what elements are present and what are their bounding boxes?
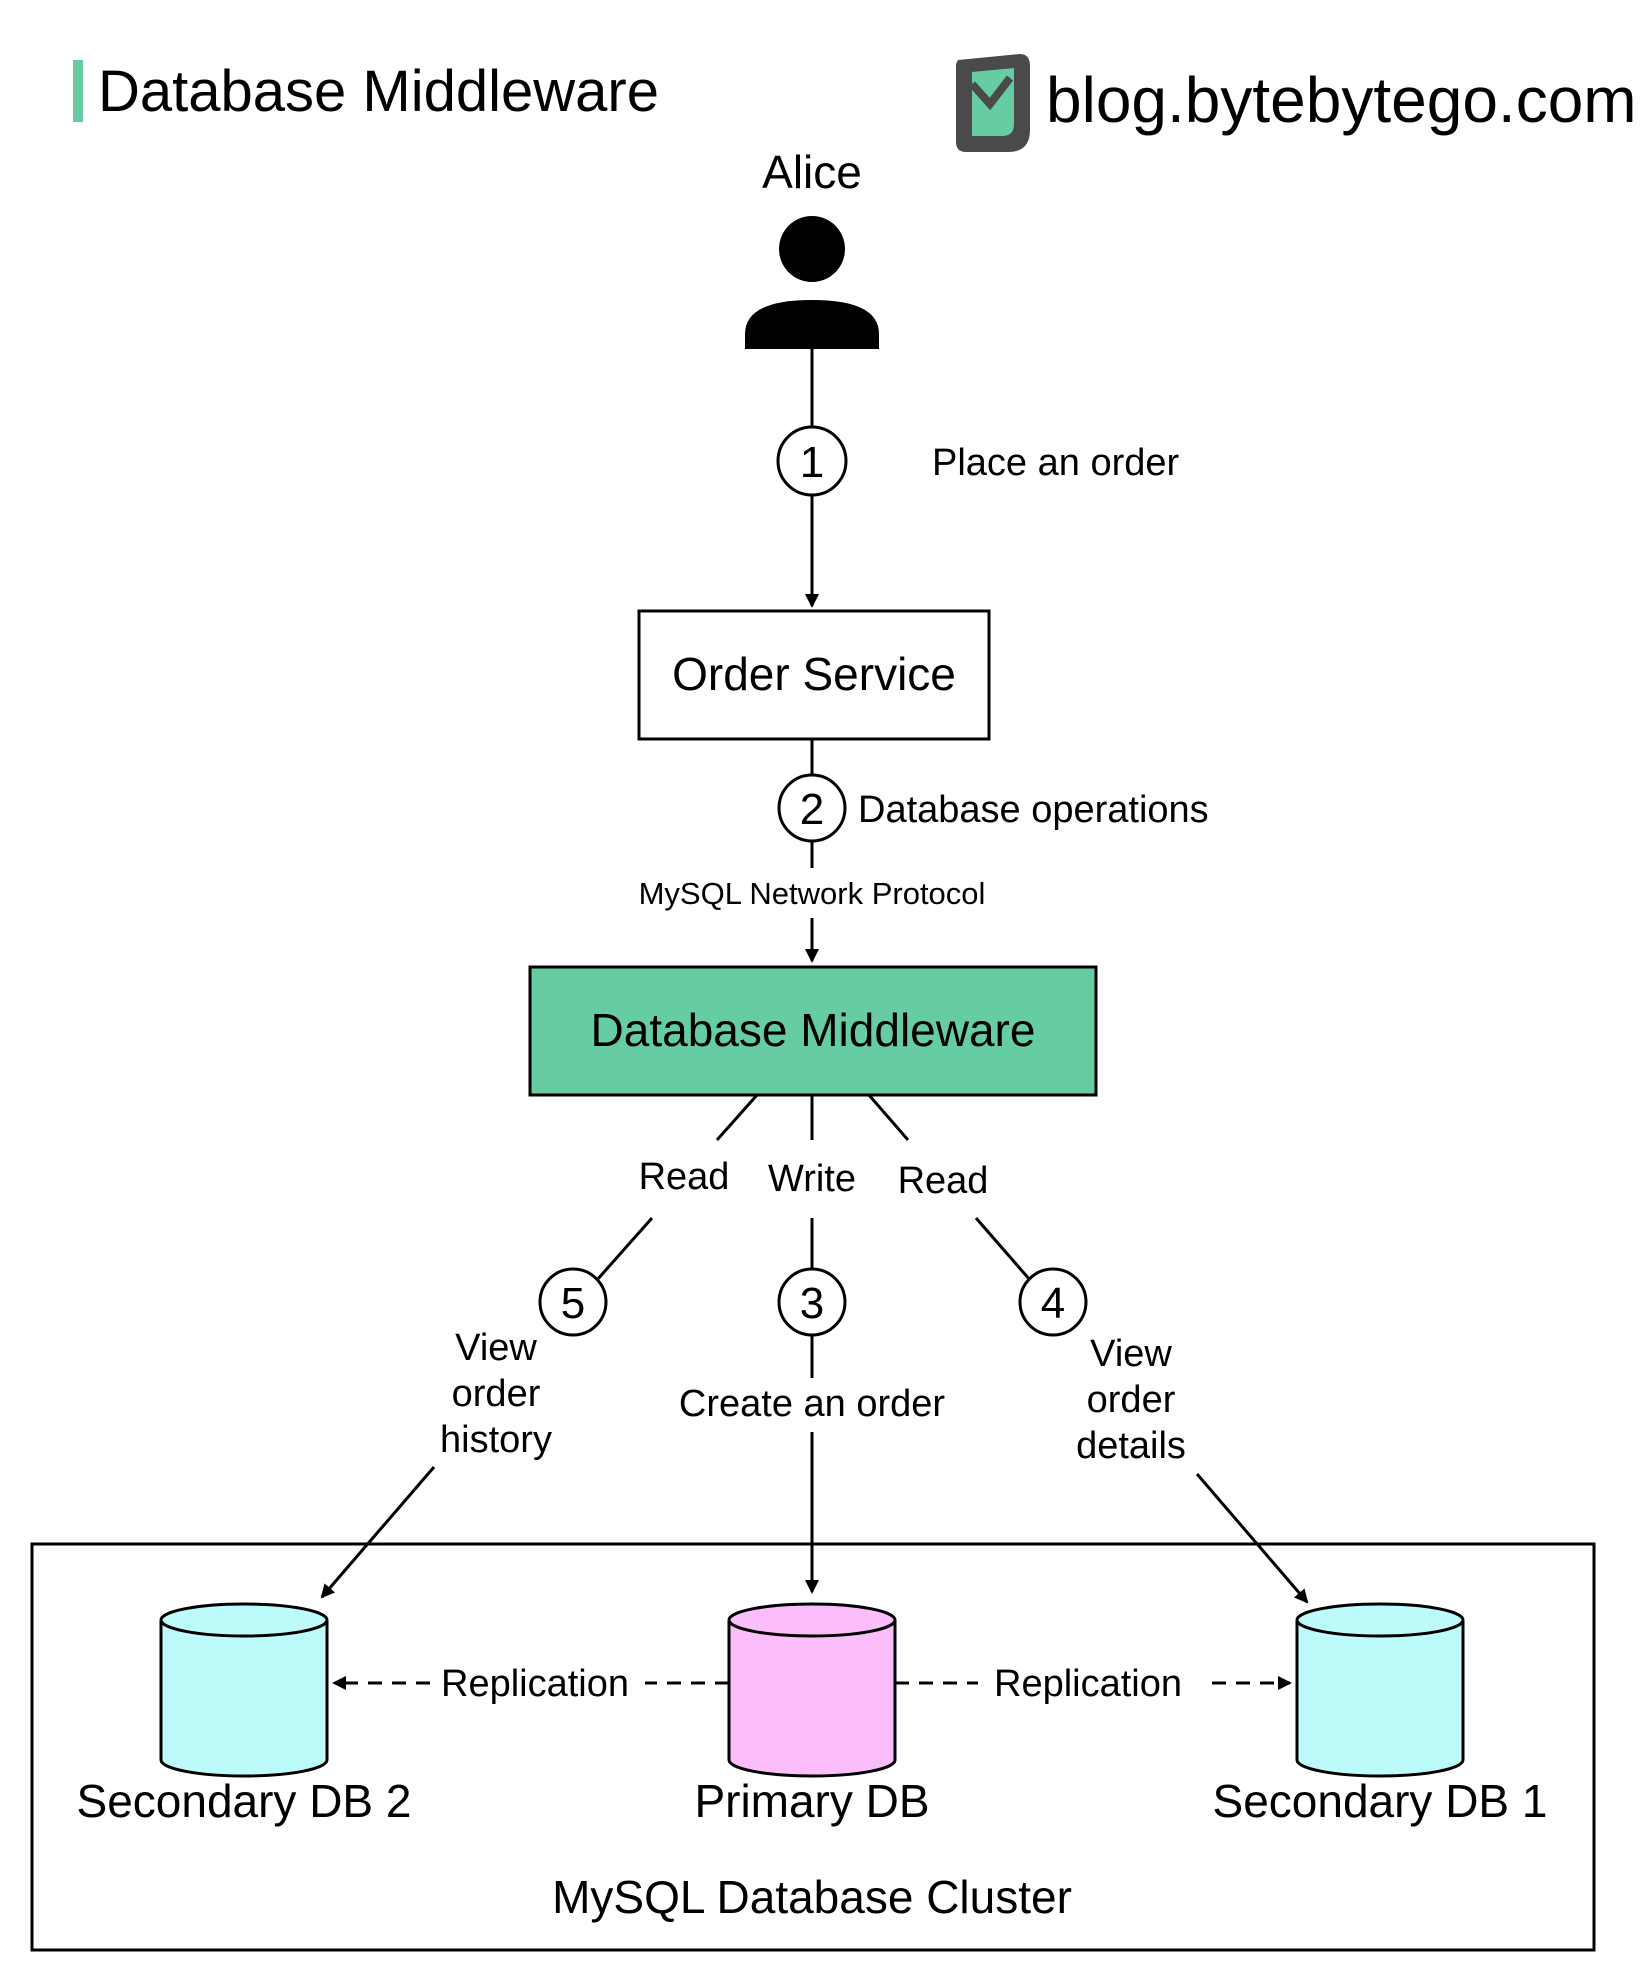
read-left-line-top [715,1094,759,1141]
step-4-number: 4 [1041,1279,1065,1328]
read-left-line-mid [595,1217,654,1281]
read-right-line-mid [974,1217,1032,1281]
step-2-label: Database operations [858,789,1209,831]
operation-write: Write [768,1158,856,1200]
protocol-label: MySQL Network Protocol [639,876,986,911]
actor-name: Alice [762,146,862,198]
middleware-box [528,965,1098,1097]
step-4-label-line-1: View [1090,1333,1172,1375]
step-5-label-line-3: history [440,1419,552,1461]
order-service-label: Order Service [672,648,956,700]
step-5-label-line-2: order [452,1373,541,1415]
step-1-number: 1 [800,438,824,487]
flow-arrow-to-secondary-db-1 [1195,1473,1309,1604]
step-4-label-line-2: order [1087,1379,1176,1421]
operation-read-right: Read [898,1160,989,1202]
secondary-db-2-cylinder [159,1602,329,1778]
step-3-number: 3 [800,1279,824,1328]
mysql-cluster-label: MySQL Database Cluster [552,1871,1072,1923]
step-5-number: 5 [561,1279,585,1328]
mysql-cluster-box [30,1542,1596,1952]
read-right-line-top [867,1094,910,1141]
bytebytego-logo-icon [956,54,1030,152]
step-2-number: 2 [800,785,824,834]
secondary-db-1-label: Secondary DB 1 [1213,1775,1548,1827]
operation-read-left: Read [639,1156,730,1198]
flow-arrow-to-secondary-db-2 [320,1466,436,1599]
step-5-badge [538,1267,608,1337]
secondary-db-1-cylinder [1295,1602,1465,1778]
step-5-label-line-1: View [455,1327,537,1369]
replication-left-label: Replication [441,1663,629,1705]
replication-right-label: Replication [994,1663,1182,1705]
order-service-box [637,609,991,741]
primary-db-cylinder [727,1602,897,1778]
page-title: Database Middleware [98,59,659,124]
person-icon [745,216,879,349]
step-4-label-line-3: details [1076,1425,1186,1467]
title-accent-bar [73,60,83,122]
middleware-label: Database Middleware [591,1004,1036,1056]
secondary-db-2-label: Secondary DB 2 [77,1775,412,1827]
step-4-badge [1018,1267,1088,1337]
brand-url[interactable]: blog.bytebytego.com [1046,64,1637,136]
step-3-label: Create an order [679,1383,945,1425]
step-1-label: Place an order [932,442,1179,484]
primary-db-label: Primary DB [694,1775,929,1827]
